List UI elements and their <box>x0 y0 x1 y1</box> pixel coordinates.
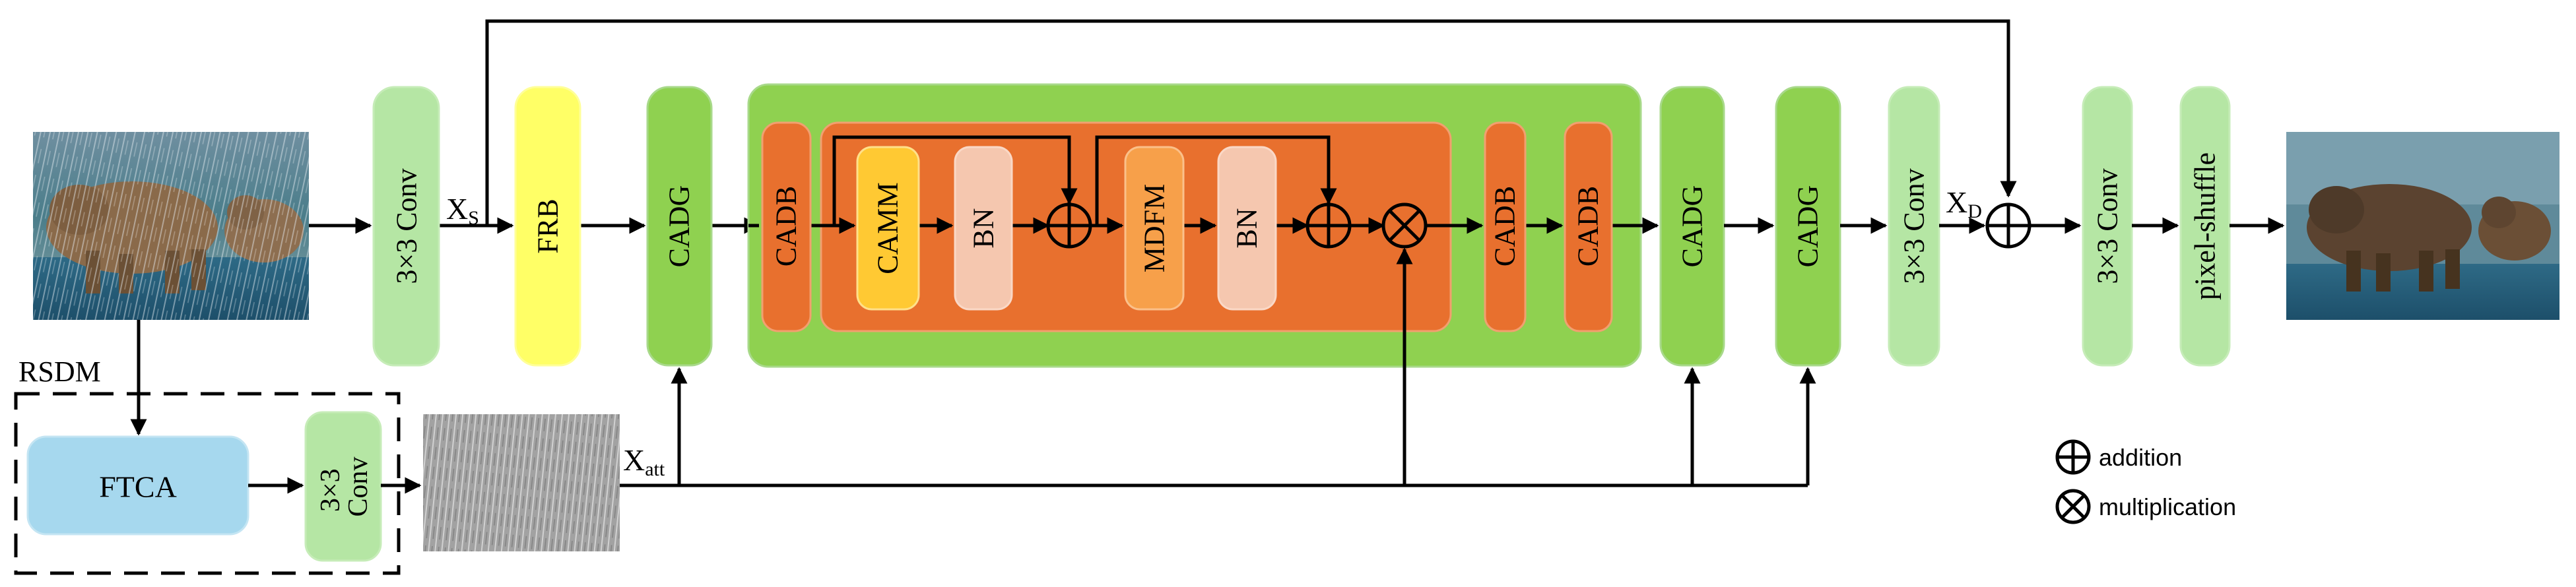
cadg-block-1 <box>646 86 713 367</box>
conv-input-block <box>372 86 440 367</box>
bn-block-1 <box>954 146 1013 311</box>
bn-1-label: BN <box>968 208 1000 248</box>
cadb-2-label: CADB <box>1489 186 1521 266</box>
mdfm-label: MDFM <box>1139 184 1171 273</box>
ftca-label: FTCA <box>99 470 177 504</box>
addition-node-3 <box>1985 202 2031 249</box>
bn-block-2 <box>1217 146 1277 311</box>
conv-mid-label: 3×3 Conv <box>1898 168 1931 284</box>
cadg-1-label: CADG <box>663 185 696 268</box>
cadg-3-label: CADG <box>1792 185 1824 268</box>
cadb-block-1 <box>761 121 812 332</box>
addition-node-1 <box>1046 202 1092 249</box>
xd-label: XD <box>1946 185 1982 222</box>
skip-connection-line <box>485 19 2017 226</box>
multiplication-node <box>1381 202 1428 249</box>
conv-input-label: 3×3 Conv <box>391 168 423 284</box>
mdfm-block <box>1124 146 1185 311</box>
attention-map-image <box>423 414 620 551</box>
camm-label: CAMM <box>872 182 904 274</box>
bn-2-label: BN <box>1231 208 1263 248</box>
residual-loop-2 <box>1095 135 1337 226</box>
cadb-block-2 <box>1484 121 1527 332</box>
xs-label: XS <box>446 192 479 229</box>
cadb-3-label: CADB <box>1572 186 1604 266</box>
cadb-block-3 <box>1564 121 1613 332</box>
frb-block <box>514 86 581 367</box>
camm-block <box>856 146 920 311</box>
cadb-1-label: CADB <box>770 186 803 266</box>
output-clean-image <box>2286 132 2559 320</box>
cadg-2-label: CADG <box>1676 185 1709 268</box>
legend-addition-label: addition <box>2099 444 2182 471</box>
addition-node-2 <box>1305 202 1352 249</box>
rsdm-label: RSDM <box>18 355 101 388</box>
pixel-shuffle-label: pixel-shuffle <box>2189 152 2222 300</box>
frb-label: FRB <box>532 199 564 253</box>
input-rainy-image <box>33 132 309 320</box>
addition-icon <box>2055 439 2091 475</box>
multiplication-icon <box>2055 489 2091 524</box>
rsdm-dashed-box <box>14 392 401 575</box>
legend-multiplication-label: multiplication <box>2099 493 2236 520</box>
conv-output-label: 3×3 Conv <box>2092 168 2124 284</box>
xatt-label: Xatt <box>623 443 665 480</box>
rsdm-conv-label: 3×3 Conv <box>315 456 374 516</box>
residual-loop-1 <box>832 135 1078 226</box>
legend: addition multiplication <box>2055 439 2236 524</box>
